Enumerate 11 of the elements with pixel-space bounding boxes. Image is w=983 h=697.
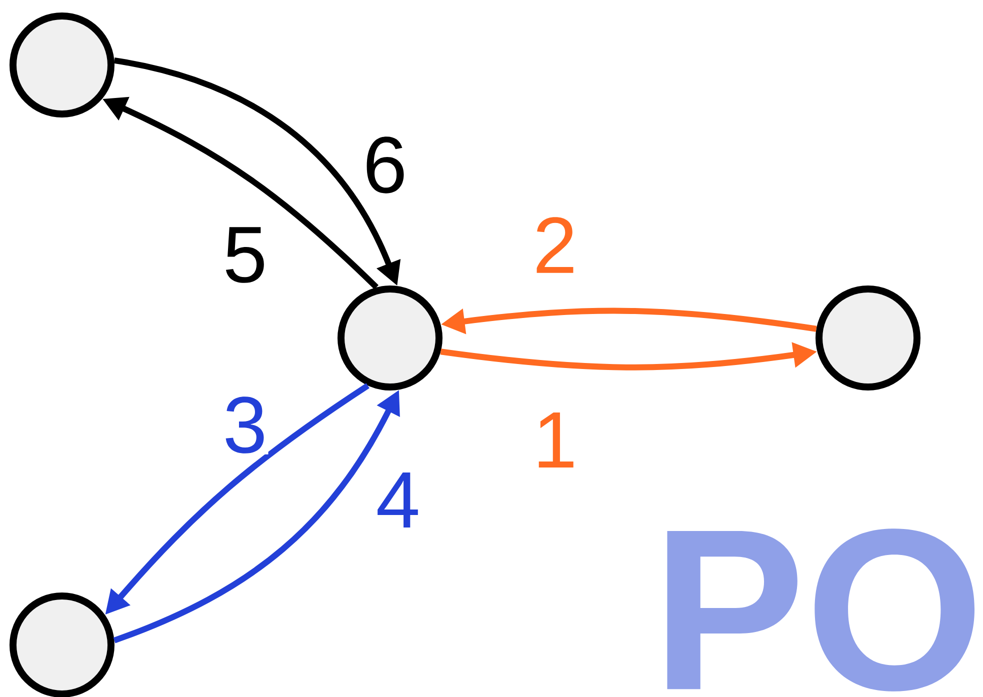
edge-label: 5 [222, 226, 268, 284]
circle-node [338, 286, 442, 390]
watermark-text: PO [667, 528, 974, 692]
edge-label: 4 [374, 472, 422, 529]
circle-node [816, 286, 920, 390]
edge-label: 3 [222, 396, 268, 454]
edge-label: 2 [532, 216, 578, 274]
edge-label: 6 [362, 136, 408, 194]
edge-label: 1 [532, 412, 578, 469]
circle-node [10, 12, 114, 118]
circle-node [10, 592, 114, 697]
